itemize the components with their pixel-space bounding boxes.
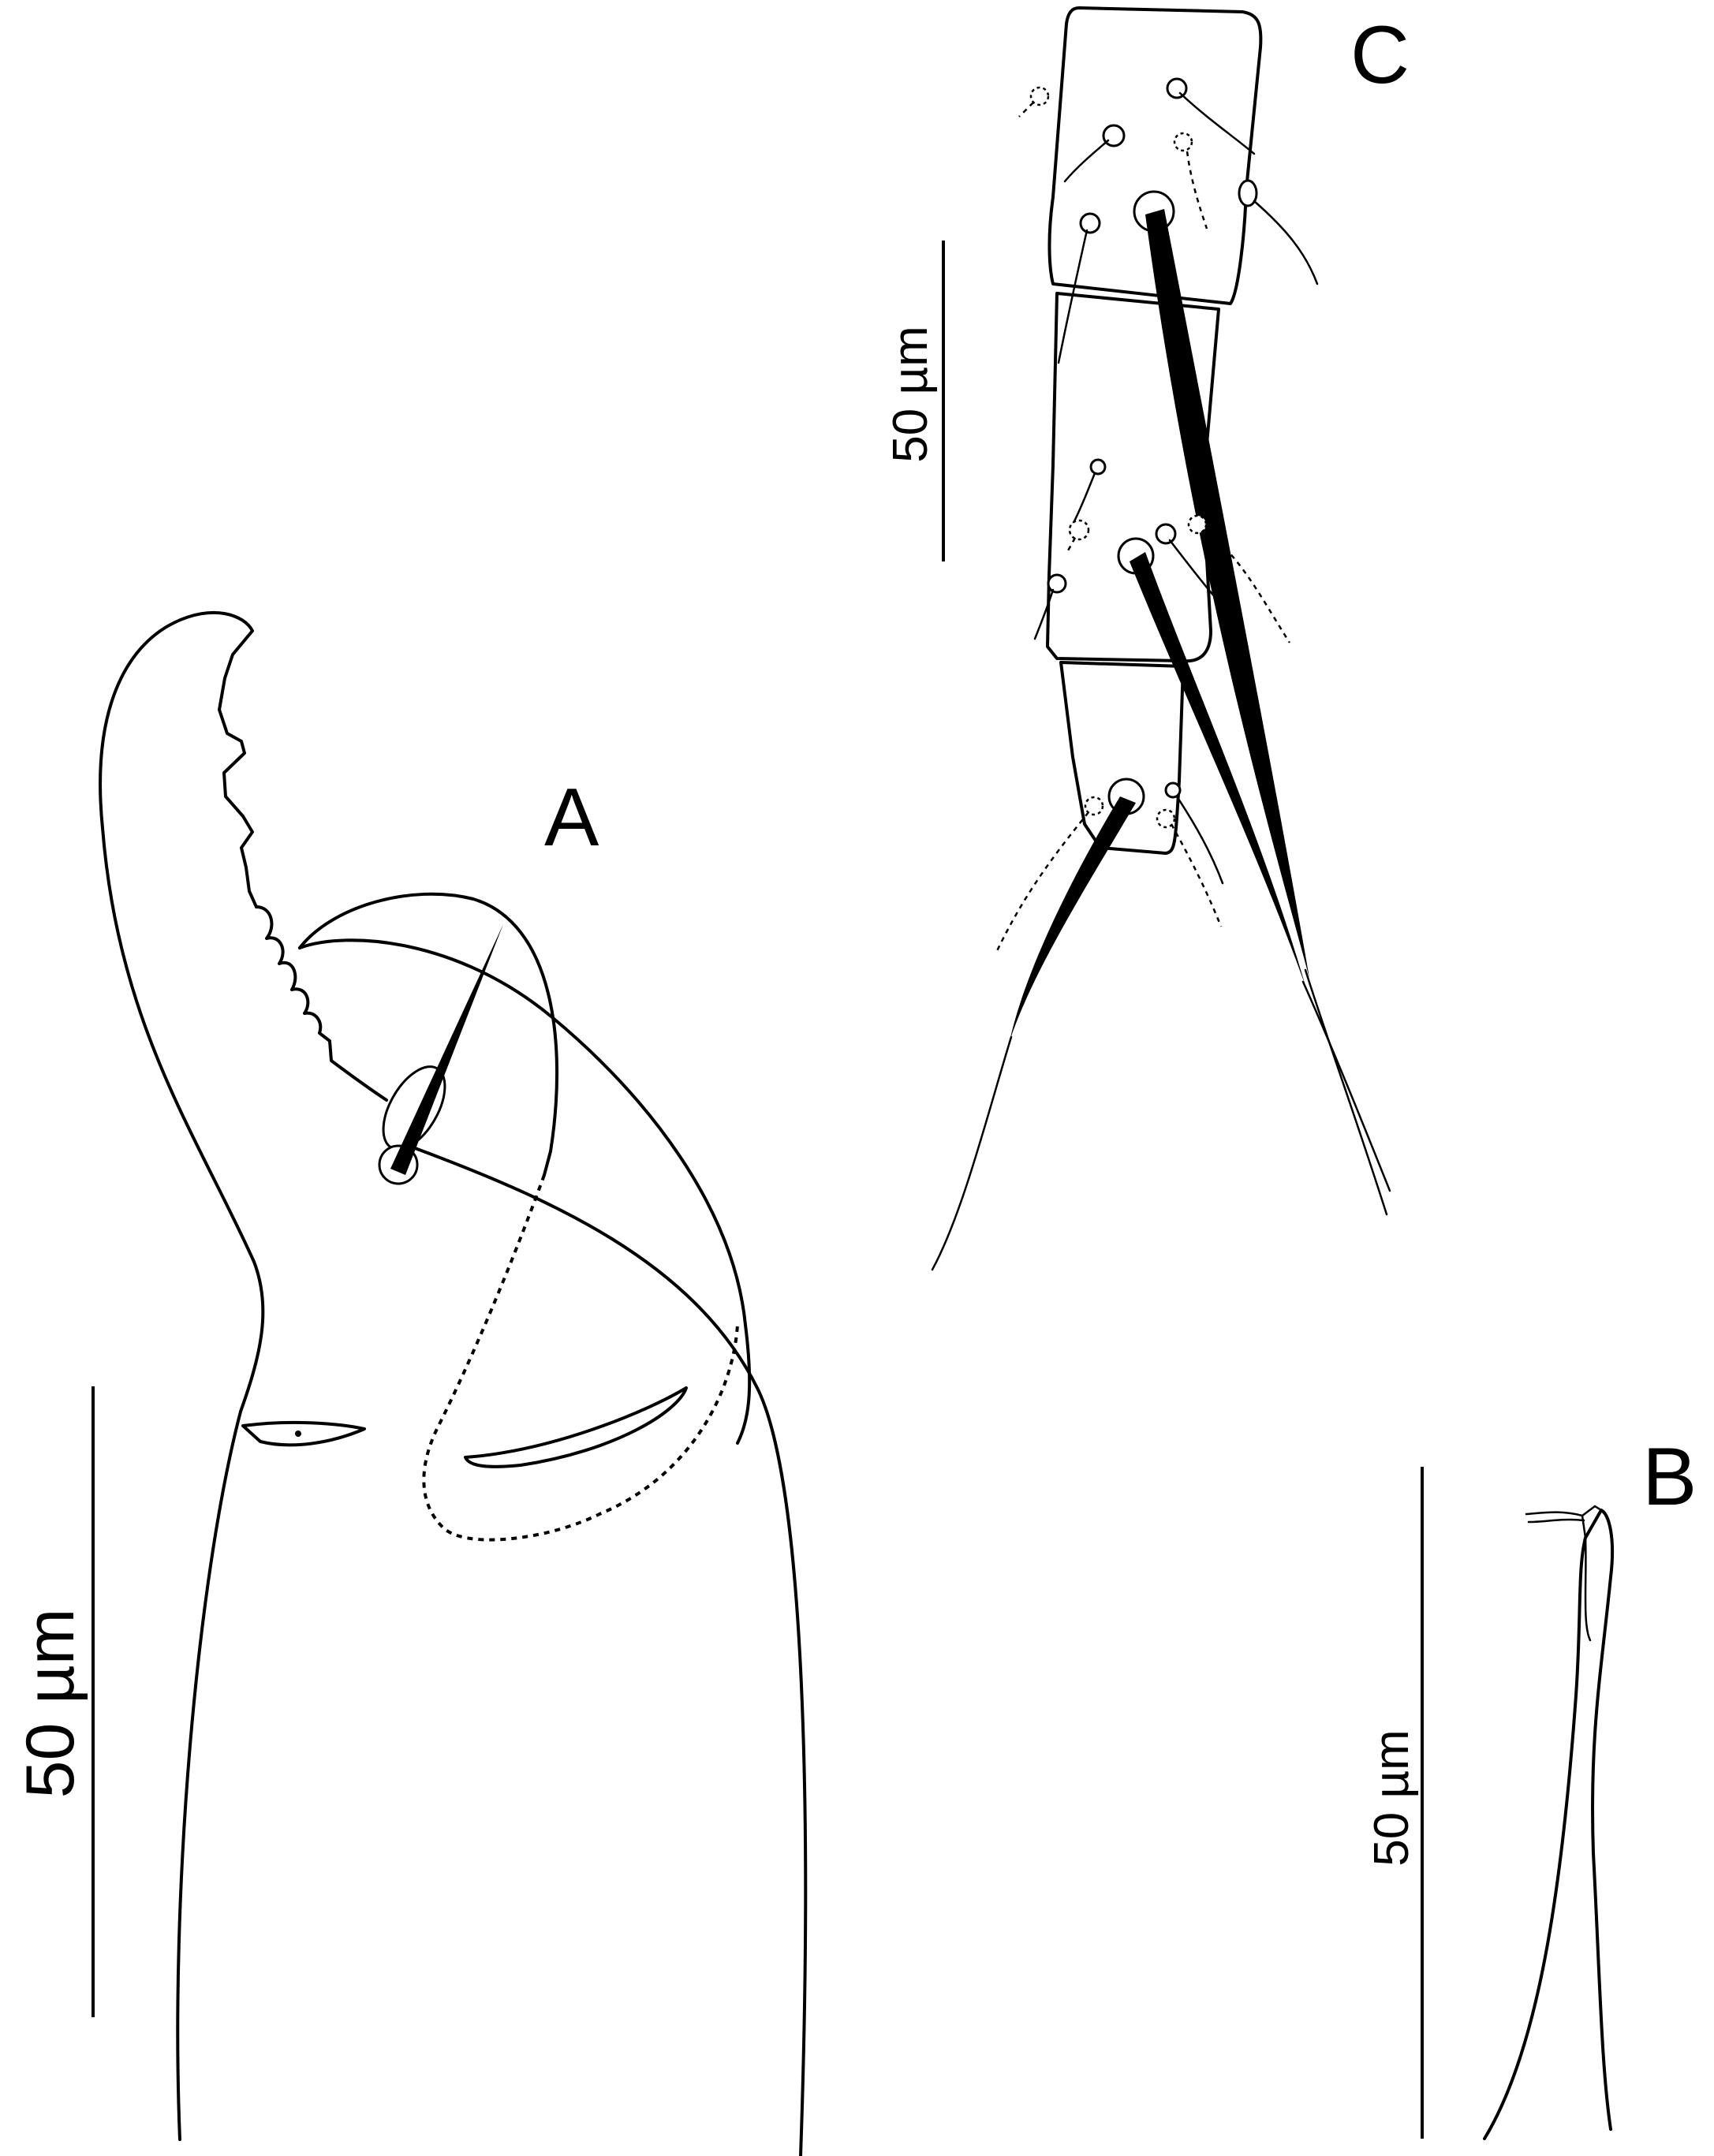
- panel-c-seta: [1178, 91, 1256, 155]
- panel-c-seta-dashed: [1066, 537, 1077, 553]
- panel-c-seta-socket: [1047, 573, 1067, 594]
- panel-c-seta-socket: [1166, 77, 1188, 99]
- panel-a-right-edge: [401, 1142, 808, 2156]
- panel-b-scale-label: 50 µm: [1365, 1729, 1419, 1867]
- panel-a-seta: [390, 924, 503, 1175]
- panel-a-left-sclerite-pore: [295, 1430, 301, 1437]
- panel-c-seta-socket-dashed: [1068, 519, 1090, 541]
- panel-a: A 50 µm: [13, 610, 808, 2156]
- panel-c-seta-dashed: [1202, 528, 1291, 643]
- panel-c-seta-dashed: [1186, 151, 1208, 229]
- panel-c-seta-socket: [1164, 781, 1182, 799]
- panel-a-claw-teeth: [255, 905, 388, 1102]
- panel-a-label: A: [544, 772, 599, 864]
- panel-a-inner-claw: [298, 892, 559, 1177]
- panel-c-macroseta-1: [1145, 209, 1309, 978]
- panel-c-seta: [1175, 795, 1224, 885]
- panel-c-label: C: [1350, 9, 1410, 101]
- panel-c-seta: [1071, 472, 1096, 526]
- panel-c-seta-socket: [1155, 523, 1177, 545]
- panel-c-seta-socket: [1079, 212, 1101, 234]
- panel-c-seta: [1063, 139, 1110, 183]
- panel-c-segment-1: [1047, 6, 1263, 305]
- panel-c-seta-dashed: [1170, 823, 1223, 927]
- panel-c-seta: [1033, 588, 1055, 640]
- panel-c-macroseta-3-tail: [931, 1035, 1013, 1271]
- panel-a-body-outline: [99, 610, 265, 2141]
- panel-c-segment-2: [1046, 292, 1220, 663]
- panel-c-seta-dashed: [1018, 102, 1034, 117]
- panel-c-macroseta-1-tail: [1304, 968, 1388, 1216]
- panel-c-seta: [1253, 200, 1319, 285]
- panel-a-right-sclerite: [464, 1386, 688, 1468]
- panel-a-left-sclerite: [241, 1420, 366, 1447]
- panel-b-tip-setae: [1525, 1511, 1585, 1524]
- panel-c-seta: [1168, 539, 1244, 629]
- panel-b: B 50 µm: [1365, 1431, 1697, 2140]
- panel-b-tip: [1581, 1505, 1603, 1539]
- panel-c-macroseta-2-tail: [1301, 980, 1391, 1192]
- panel-c-seta-dashed: [994, 811, 1089, 955]
- panel-b-structure-outline: [1483, 1509, 1615, 2140]
- panel-c-segment-3: [1059, 661, 1185, 855]
- panel-c-seta: [1057, 229, 1089, 364]
- panel-c-scale-label: 50 µm: [883, 326, 938, 463]
- panel-b-inner-line: [1584, 1536, 1592, 1642]
- panel-c-seta-socket: [1238, 179, 1258, 207]
- panel-a-scale-label: 50 µm: [13, 1609, 88, 1799]
- panel-c-macroseta-3: [1010, 796, 1136, 1041]
- panel-b-label: B: [1642, 1431, 1697, 1523]
- panel-c-macroseta-2: [1130, 552, 1305, 986]
- panel-c-seta-socket-dashed: [1156, 808, 1176, 829]
- panel-c-seta-socket: [1089, 458, 1107, 476]
- panel-a-dotted-structure: [422, 1174, 739, 1542]
- panel-c: C 50 µm: [883, 6, 1410, 1271]
- panel-c-seta-socket-dashed: [1173, 132, 1193, 152]
- panel-c-seta-socket-dashed: [1084, 796, 1104, 816]
- panel-c-seta-socket-dashed: [1187, 514, 1208, 535]
- panel-c-seta-socket-dashed: [1029, 86, 1050, 106]
